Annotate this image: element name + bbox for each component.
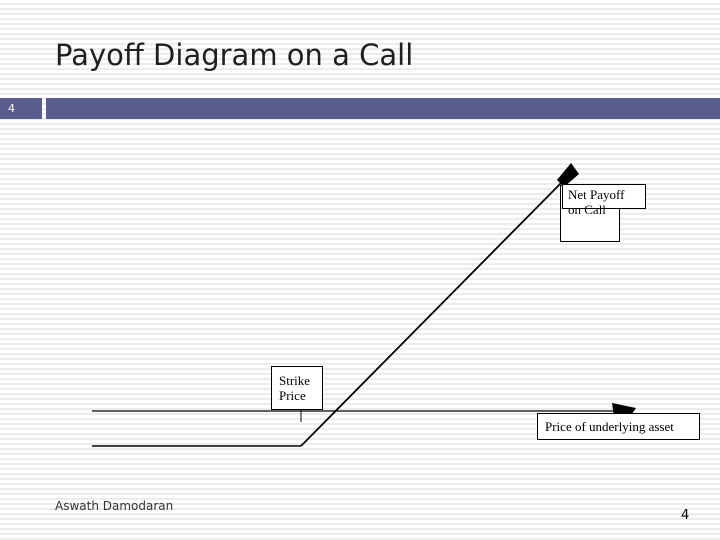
strike-price-label-line-1: Strike	[279, 373, 311, 388]
footer-author: Aswath Damodaran	[55, 499, 174, 513]
underlying-price-label: Price of underlying asset	[537, 413, 700, 440]
payoff-rising-segment	[300, 177, 567, 447]
payoff-arrowhead	[557, 163, 579, 187]
slide-number-tab: 4	[0, 98, 42, 119]
header-bar	[46, 98, 720, 119]
footer-page-number: 4	[681, 508, 690, 523]
net-payoff-label-line-2: on Call	[568, 202, 606, 217]
slide-title: Payoff Diagram on a Call	[55, 38, 414, 72]
net-payoff-label-line-1: Net Payoff	[568, 187, 625, 202]
strike-price-label-line-2: Price	[279, 388, 306, 403]
strike-price-label: Strike Price	[271, 366, 323, 410]
net-payoff-label: Net Payoff on Call	[562, 184, 646, 217]
